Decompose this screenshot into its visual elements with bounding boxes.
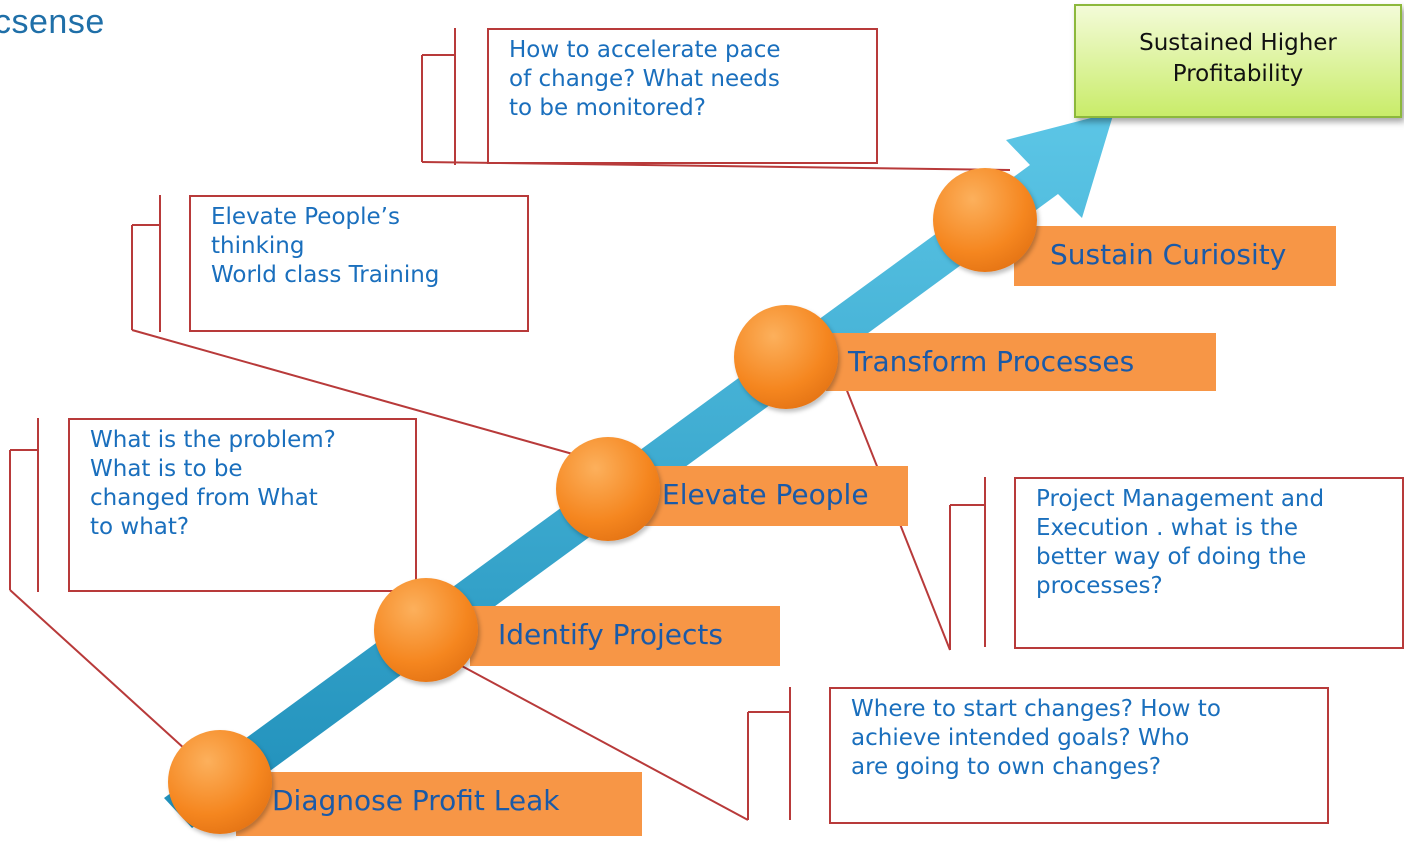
logo: csense (0, 0, 105, 48)
step-label-text: Transform Processes (848, 345, 1135, 378)
step-label-text: Sustain Curiosity (1050, 238, 1287, 271)
logo-text: csense (0, 3, 105, 41)
step-label-elevate-people: Elevate People (644, 466, 908, 526)
question-box-sustain: How to accelerate pace of change? What n… (487, 28, 878, 164)
bracket-diagnose (9, 418, 209, 771)
question-line: Where to start changes? How to (851, 696, 1221, 722)
step-label-text: Diagnose Profit Leak (272, 784, 560, 817)
step-label-diagnose-profit-leak: Diagnose Profit Leak (236, 772, 642, 836)
question-box-elevate: Elevate People’s thinking World class Tr… (189, 195, 529, 332)
step-bubble-transform (734, 305, 838, 409)
question-line: are going to own changes? (851, 754, 1162, 780)
question-line: to what? (90, 514, 190, 540)
question-line: achieve intended goals? Who (851, 725, 1190, 751)
step-label-transform-processes: Transform Processes (826, 333, 1216, 391)
step-label-text: Elevate People (662, 478, 869, 511)
question-line: How to accelerate pace (509, 37, 781, 63)
bracket-elevate (131, 195, 595, 461)
question-box-transform: Project Management and Execution . what … (1014, 477, 1404, 649)
question-line: Elevate People’s (211, 204, 400, 230)
question-line: What is to be (90, 456, 243, 482)
step-bubble-diagnose (168, 730, 272, 834)
question-line: better way of doing the (1036, 544, 1307, 570)
question-line: What is the problem? (90, 427, 336, 453)
question-line: of change? What needs (509, 66, 780, 92)
question-box-diagnose: What is the problem? What is to be chang… (68, 418, 417, 592)
question-line: to be monitored? (509, 95, 706, 121)
step-bubble-sustain (933, 168, 1037, 272)
question-line: Project Management and (1036, 486, 1325, 512)
bracket-identify (459, 664, 791, 821)
step-bubble-identify (374, 578, 478, 682)
goal-text-line: Profitability (1172, 61, 1304, 87)
step-label-sustain-curiosity: Sustain Curiosity (1014, 226, 1336, 286)
step-bubble-elevate (556, 437, 660, 541)
question-line: thinking (211, 233, 305, 259)
step-label-identify-projects: Identify Projects (470, 606, 780, 666)
question-line: World class Training (211, 262, 440, 288)
question-line: processes? (1036, 573, 1163, 599)
goal-text-line: Sustained Higher (1139, 30, 1337, 56)
goal-box: Sustained Higher Profitability (1074, 4, 1402, 118)
question-line: changed from What (90, 485, 318, 511)
question-line: Execution . what is the (1036, 515, 1299, 541)
question-box-identify: Where to start changes? How to achieve i… (829, 687, 1329, 824)
step-label-text: Identify Projects (498, 618, 723, 651)
